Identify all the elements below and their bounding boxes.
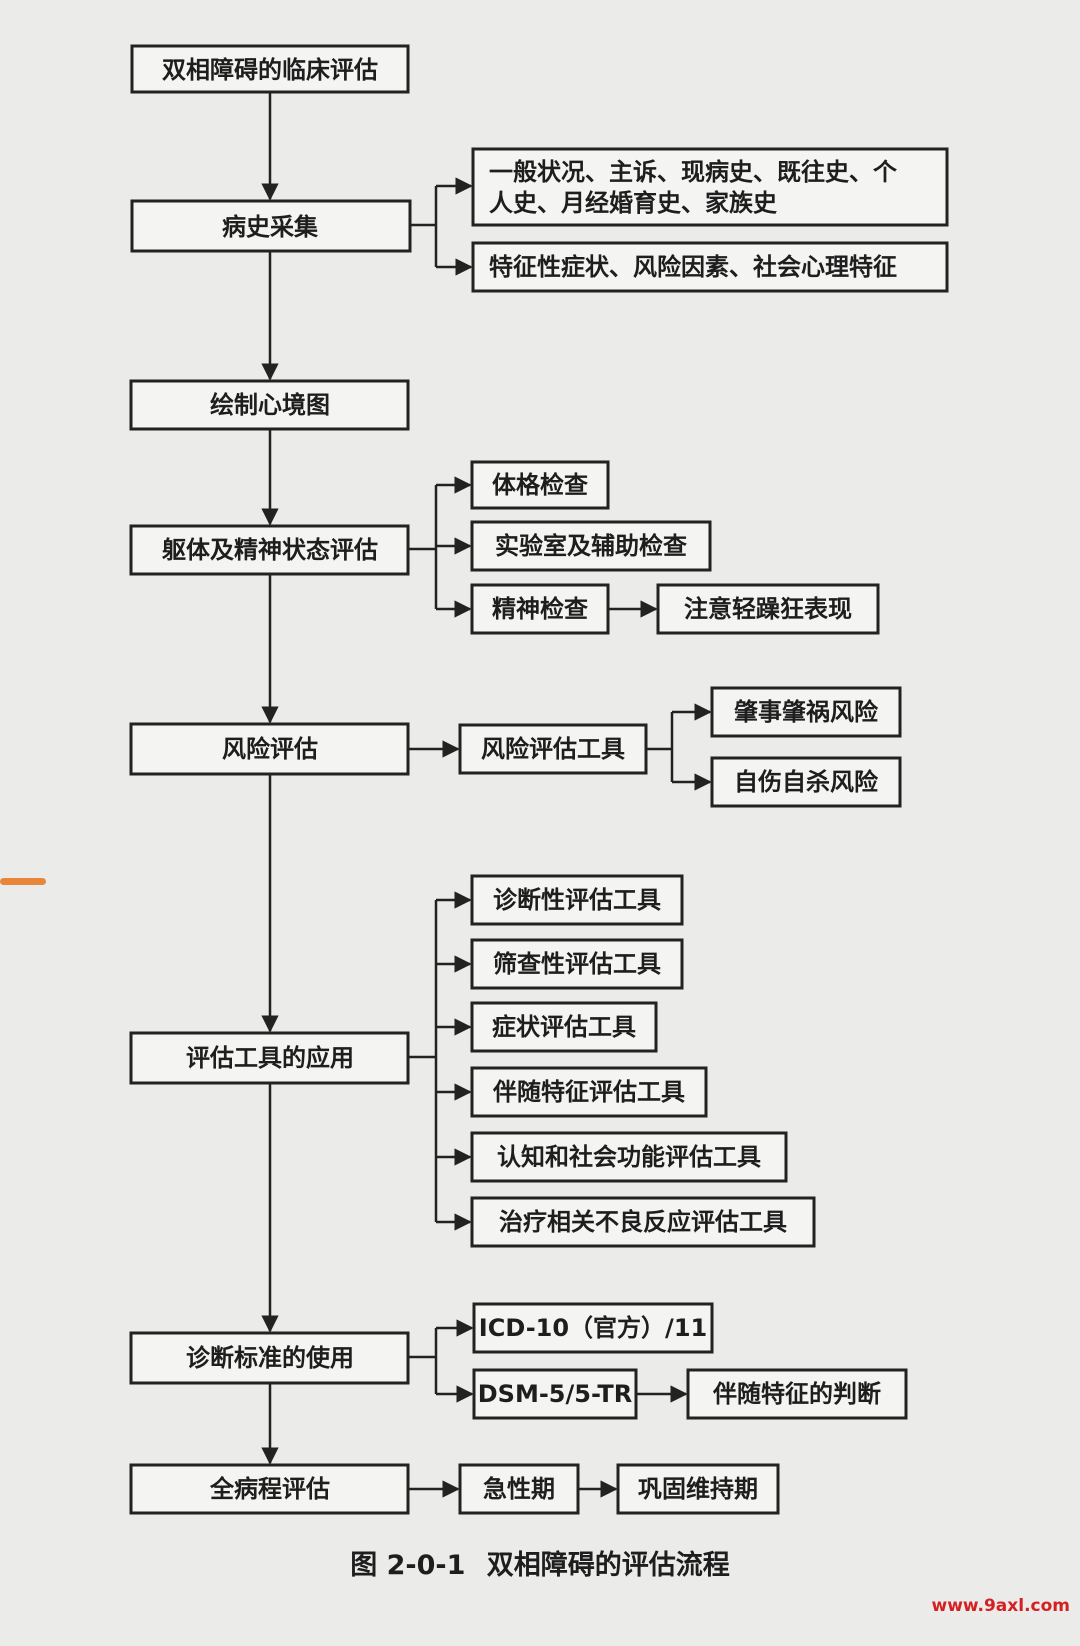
node-dsm-box [472,1368,638,1420]
node-tool-diag: 诊断性评估工具 [493,886,661,914]
node-tool-adverse: 治疗相关不良反应评估工具 [499,1208,787,1236]
node-tool-diag-box [470,874,684,926]
node-course: 全病程评估 [209,1475,330,1503]
node-history-a-line1: 一般状况、主诉、现病史、既往史、个 [489,158,898,186]
node-tool-cognitive-box [470,1131,788,1183]
node-tool-screen: 筛查性评估工具 [493,950,661,978]
node-lab-exam: 实验室及辅助检查 [495,532,687,560]
node-lab-exam-box [470,520,712,572]
node-tools-box [129,1031,410,1085]
figure-number: 图 2-0-1 [350,1550,466,1581]
node-icd-box [472,1302,714,1354]
node-history-b: 特征性症状、风险因素、社会心理特征 [489,253,897,281]
node-tool-symptom: 症状评估工具 [492,1013,636,1041]
node-tool-symptom-box [470,1001,658,1053]
node-maintenance-box [616,1463,780,1515]
node-icd: ICD-10（官方）/11 [479,1314,707,1342]
node-hypomania: 注意轻躁狂表现 [684,595,852,623]
node-dsm: DSM-5/5-TR [478,1380,633,1408]
node-tool-screen-box [470,938,684,990]
node-history-a-box [471,147,949,227]
node-history: 病史采集 [222,213,319,241]
node-tool-feature-box [470,1066,708,1118]
flow-edges [261,92,712,1498]
node-risk: 风险评估 [222,735,318,763]
node-course-box [129,1463,410,1515]
node-history-a-line2: 人史、月经婚育史、家族史 [489,189,778,217]
node-dsm-feature-box [686,1368,908,1420]
node-maintenance: 巩固维持期 [638,1475,758,1503]
node-physical-box [129,524,410,576]
node-risk-box [129,722,410,776]
node-risk-tool-box [458,723,648,775]
node-dsm-feature: 伴随特征的判断 [712,1380,881,1408]
node-risk-b-box [710,756,902,808]
node-phys-exam: 体格检查 [492,471,588,499]
node-risk-tool: 风险评估工具 [481,735,625,763]
node-phys-exam-box [470,460,610,510]
node-risk-a-box [710,686,902,738]
node-criteria-box [129,1331,410,1385]
node-criteria: 诊断标准的使用 [186,1344,354,1372]
node-history-box [130,199,412,253]
node-acute: 急性期 [483,1475,555,1503]
flow-nodes: 双相障碍的临床评估 病史采集 绘制心境图 躯体及精神状态评估 风险评估 评估工具… [129,44,949,1515]
figure-caption: 图 2-0-1 双相障碍的评估流程 [0,1543,1080,1582]
node-physical: 躯体及精神状态评估 [161,536,378,564]
side-highlight-mark [0,878,46,885]
node-mood-chart-box [129,379,410,431]
node-mental-exam: 精神检查 [492,595,588,623]
node-mood-chart: 绘制心境图 [210,391,330,419]
node-history-b-box [471,241,949,293]
node-root: 双相障碍的临床评估 [162,56,378,84]
node-tool-feature: 伴随特征评估工具 [492,1078,685,1106]
node-risk-a: 肇事肇祸风险 [734,698,879,726]
node-tool-adverse-box [470,1196,816,1248]
node-mental-exam-box [470,583,610,635]
site-watermark: www.9axl.com [931,1596,1070,1616]
node-risk-b: 自伤自杀风险 [734,768,879,796]
figure-title: 双相障碍的评估流程 [486,1550,730,1581]
node-hypomania-box [656,583,880,635]
node-tools: 评估工具的应用 [186,1044,354,1072]
node-acute-box [458,1463,580,1515]
node-tool-cognitive: 认知和社会功能评估工具 [497,1143,761,1171]
node-root-box [130,44,410,94]
